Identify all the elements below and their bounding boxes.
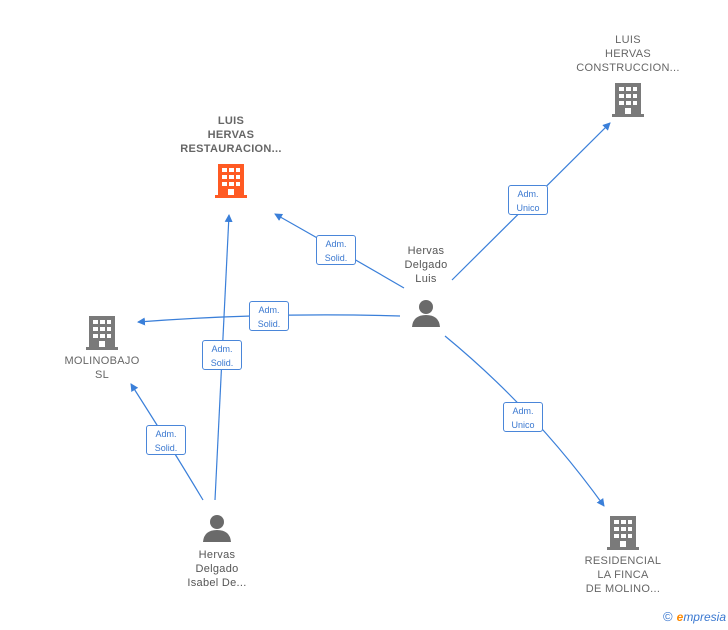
- building-icon: [607, 516, 639, 550]
- building-icon: [86, 316, 118, 350]
- company-name: RESIDENCIAL LA FINCA DE MOLINO...: [562, 554, 684, 596]
- relation-role: Adm.: [512, 406, 534, 416]
- company-name-line: HERVAS: [604, 48, 652, 60]
- person-name-line: Delgado: [404, 259, 448, 271]
- relation-type: Solid.: [210, 358, 234, 368]
- company-node-molinobajo[interactable]: MOLINOBAJO SL: [52, 314, 152, 382]
- relation-type: Solid.: [257, 319, 281, 329]
- company-name-line: LA FINCA: [597, 569, 649, 581]
- company-name-line: LUIS: [615, 34, 641, 46]
- person-node-isabel[interactable]: Hervas Delgado Isabel De...: [168, 513, 266, 590]
- company-name-line: DE MOLINO...: [585, 583, 661, 595]
- relation-role: Adm.: [211, 344, 233, 354]
- relation-badge-luis-construccion[interactable]: Adm. Unico: [508, 185, 548, 215]
- relation-type: Unico: [516, 203, 540, 213]
- relation-role: Adm.: [325, 239, 347, 249]
- person-name-line: Delgado: [195, 563, 239, 575]
- building-icon: [215, 164, 247, 198]
- person-name: Hervas Delgado Luis: [388, 244, 464, 286]
- relation-badge-luis-restauracion[interactable]: Adm. Solid.: [316, 235, 356, 265]
- person-name-line: Hervas: [198, 549, 236, 561]
- person-node-luis[interactable]: Hervas Delgado Luis: [388, 244, 464, 328]
- company-name: MOLINOBAJO SL: [52, 354, 152, 382]
- relation-role: Adm.: [517, 189, 539, 199]
- relation-role: Adm.: [258, 305, 280, 315]
- relation-badge-luis-residencial[interactable]: Adm. Unico: [503, 402, 543, 432]
- person-name-line: Isabel De...: [187, 577, 247, 589]
- company-node-residencial[interactable]: RESIDENCIAL LA FINCA DE MOLINO...: [562, 514, 684, 596]
- person-name: Hervas Delgado Isabel De...: [168, 548, 266, 590]
- relation-badge-luis-molinobajo[interactable]: Adm. Solid.: [249, 301, 289, 331]
- relation-badge-isabel-molinobajo[interactable]: Adm. Solid.: [146, 425, 186, 455]
- copyright-icon: ©: [663, 609, 673, 624]
- relation-type: Solid.: [154, 443, 178, 453]
- company-name: LUIS HERVAS RESTAURACION...: [160, 114, 302, 156]
- company-name-line: RESIDENCIAL: [584, 555, 662, 567]
- company-node-restauracion[interactable]: LUIS HERVAS RESTAURACION...: [160, 114, 302, 198]
- relation-type: Unico: [511, 420, 535, 430]
- brand-footer[interactable]: ©empresia: [663, 609, 726, 624]
- brand-logo-e: e: [676, 610, 684, 624]
- brand-name: mpresia: [683, 610, 726, 624]
- company-name-line: LUIS: [217, 115, 245, 127]
- person-icon: [203, 515, 231, 542]
- person-name-line: Luis: [415, 273, 437, 285]
- relation-role: Adm.: [155, 429, 177, 439]
- company-name-line: CONSTRUCCION...: [576, 62, 680, 74]
- relation-badge-isabel-restauracion[interactable]: Adm. Solid.: [202, 340, 242, 370]
- person-name-line: Hervas: [407, 245, 445, 257]
- company-name-line: RESTAURACION...: [180, 143, 282, 155]
- company-name-line: SL: [94, 369, 110, 381]
- company-name-line: HERVAS: [207, 129, 255, 141]
- building-icon: [612, 83, 644, 117]
- company-node-construccion[interactable]: LUIS HERVAS CONSTRUCCION...: [556, 33, 700, 117]
- relation-type: Solid.: [324, 253, 348, 263]
- company-name-line: MOLINOBAJO: [64, 355, 140, 367]
- company-name: LUIS HERVAS CONSTRUCCION...: [556, 33, 700, 75]
- person-icon: [412, 300, 440, 327]
